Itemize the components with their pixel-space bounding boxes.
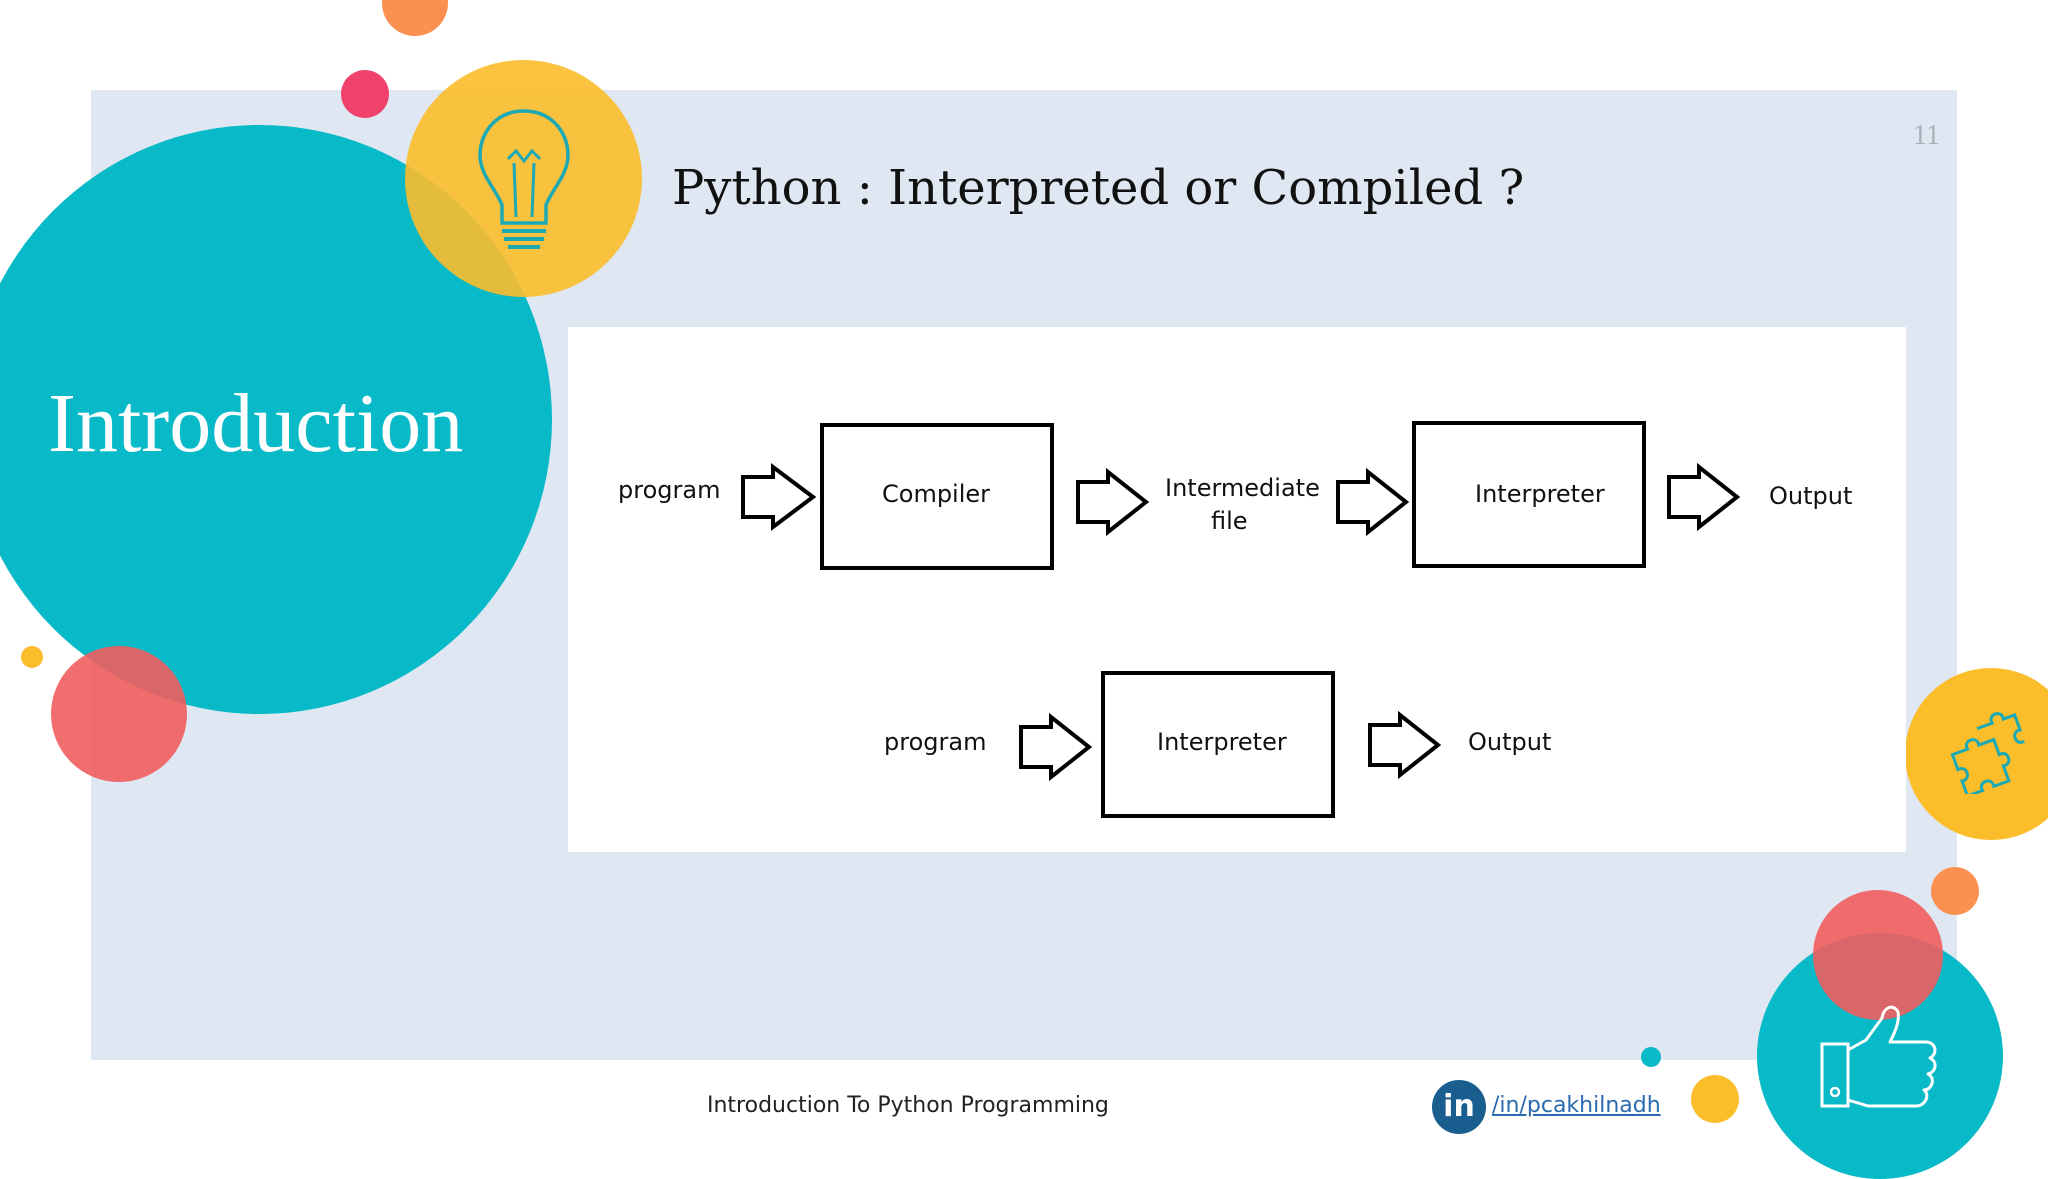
- puzzle-icon: [1950, 712, 2026, 794]
- intermediate-label-line2: file: [1211, 507, 1248, 535]
- arrow-right-icon: [1076, 467, 1150, 537]
- linkedin-profile-link[interactable]: /in/pcakhilnadh: [1492, 1093, 1661, 1118]
- output-label-row2: Output: [1468, 728, 1551, 756]
- arrow-right-icon: [741, 463, 817, 531]
- output-label-row1: Output: [1769, 482, 1852, 510]
- decor-circle-coral-left: [51, 646, 187, 782]
- arrow-right-icon: [1667, 462, 1741, 532]
- compiler-box: [820, 423, 1054, 570]
- slide-number: 11: [1913, 120, 1940, 151]
- interpreter-label-row1: Interpreter: [1475, 480, 1605, 508]
- footer-course-title: Introduction To Python Programming: [707, 1093, 1109, 1118]
- slide-title: Python : Interpreted or Compiled ?: [672, 160, 1525, 216]
- decor-circle-yellow-puzzle: [1905, 668, 2048, 840]
- decor-circle-pink: [341, 70, 389, 118]
- row2-program-label: program: [884, 728, 986, 756]
- thumbs-up-icon: [1820, 1005, 1937, 1108]
- lightbulb-icon: [478, 109, 570, 249]
- intermediate-label-line1: Intermediate: [1165, 474, 1320, 502]
- decor-circle-yellow-bulb: [405, 60, 642, 297]
- decor-circle-orange-right: [1931, 867, 1979, 915]
- arrow-right-icon: [1019, 712, 1093, 782]
- compile-interpret-diagram: program Compiler Intermediate file Inter…: [568, 327, 1906, 852]
- decor-circle-yellow-small: [21, 646, 43, 668]
- section-title: Introduction: [48, 377, 464, 470]
- arrow-right-icon: [1368, 710, 1442, 780]
- decor-circle-orange-top: [382, 0, 448, 36]
- decor-circle-yellow-dot: [1691, 1075, 1739, 1123]
- interpreter-box-row1: [1412, 421, 1646, 568]
- decor-circle-coral-right: [1813, 890, 1943, 1020]
- arrow-right-icon: [1336, 467, 1410, 537]
- interpreter-box-row2: [1101, 671, 1335, 818]
- interpreter-label-row2: Interpreter: [1157, 728, 1287, 756]
- decor-circle-teal-dot: [1641, 1047, 1661, 1067]
- row1-program-label: program: [618, 476, 720, 504]
- compiler-label: Compiler: [882, 480, 990, 508]
- linkedin-icon[interactable]: in: [1432, 1080, 1486, 1134]
